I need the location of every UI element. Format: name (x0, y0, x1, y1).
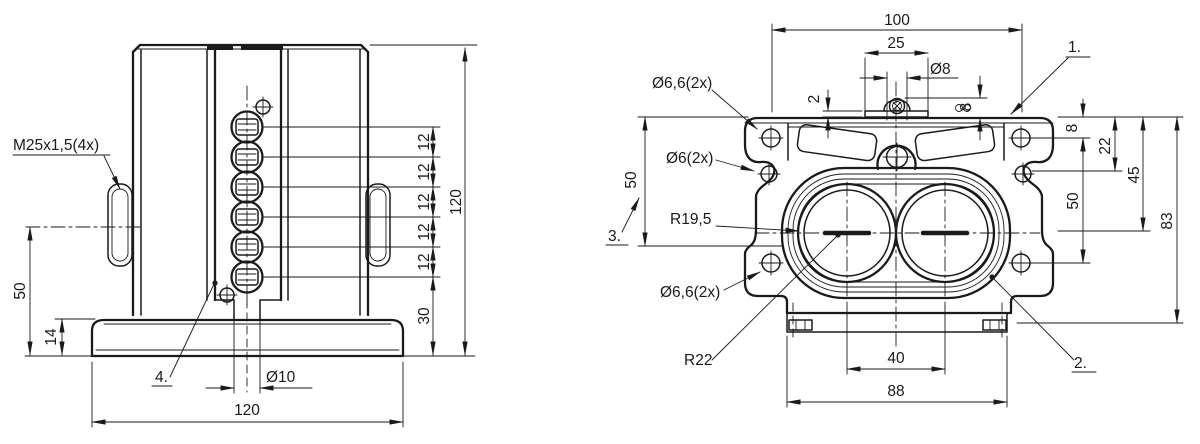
dim-50-right: 50 (1065, 192, 1082, 210)
dim-25: 25 (887, 35, 904, 52)
front-callouts-right: 1. 2. (989, 39, 1097, 373)
callout-3: 3. (608, 228, 621, 245)
dim-12: 12 (416, 133, 433, 150)
side-gland-dome-left (107, 183, 133, 267)
dim-120-right: 120 (448, 189, 465, 215)
front-wing-left (796, 124, 878, 162)
terminal-glands (230, 110, 264, 294)
gasket-rings (780, 166, 1012, 300)
cable-bore-right (894, 182, 996, 284)
side-dimensions: 50 14 Ø10 120 12 12 12 12 12 (12, 44, 478, 428)
thread-label: M25x1,5(4x) (13, 137, 99, 154)
front-wing-right (914, 124, 996, 162)
dim-100: 100 (884, 12, 910, 29)
dim-2: 2 (806, 95, 823, 104)
mounting-holes (757, 125, 1035, 276)
dim-50-left: 50 (623, 171, 640, 189)
dim-8-right: 8 (1064, 124, 1081, 133)
dim-45: 45 (1126, 166, 1143, 183)
pilot-hole-top (252, 96, 274, 118)
front-dimensions-right: 8 22 45 50 83 (1016, 98, 1184, 324)
hole-bottom-right (1008, 250, 1034, 276)
dim-50-side: 50 (12, 282, 29, 300)
pilot-hole-bottom (216, 284, 238, 306)
front-dimensions-bottom: 40 88 (786, 301, 1008, 408)
seal-strip-right (241, 44, 283, 50)
hole-mid-right (1011, 162, 1035, 186)
leader-dot (835, 232, 841, 238)
dim-120-bottom: 120 (234, 402, 260, 419)
front-view: 100 25 Ø8 2 8 Ø6,6(2x) Ø6(2x) R19,5 (605, 12, 1184, 408)
dim-14: 14 (43, 328, 60, 346)
ground-terminal (864, 97, 971, 118)
hole-top-left (758, 125, 784, 151)
label-r19-5: R19,5 (670, 211, 711, 228)
dim-12: 12 (416, 193, 433, 210)
front-dimensions-top: 100 25 Ø8 2 8 (771, 12, 1023, 141)
side-view: 50 14 Ø10 120 12 12 12 12 12 (12, 43, 478, 428)
front-base (786, 312, 1008, 333)
seal-strip-left (207, 44, 233, 50)
label-dia66-bottom: Ø6,6(2x) (660, 284, 720, 301)
dim-12: 12 (416, 253, 433, 270)
label-dia66-top: Ø6,6(2x) (652, 75, 712, 92)
dim-40: 40 (887, 350, 905, 367)
hole-mid-left (757, 162, 781, 186)
dim-22: 22 (1097, 137, 1114, 154)
side-body-outline (131, 43, 370, 321)
dim-12: 12 (416, 163, 433, 180)
dim-12: 12 (416, 223, 433, 240)
leader-dot (212, 280, 218, 286)
side-labels: M25x1,5(4x) 4. (12, 137, 218, 387)
front-plate-outline (743, 116, 1055, 315)
gland-circle (230, 260, 264, 294)
side-base-flange (90, 318, 405, 358)
label-r22: R22 (684, 352, 712, 369)
cover-screw-top (876, 142, 917, 172)
side-gland-dome-right (365, 183, 391, 267)
hole-top-right (1008, 125, 1034, 151)
callout-4: 4. (155, 369, 168, 386)
front-labels-left: Ø6,6(2x) Ø6(2x) R19,5 50 3. Ø6,6(2x) R22 (605, 75, 841, 369)
callout-2: 2. (1074, 355, 1087, 372)
leader-dot (989, 274, 995, 280)
label-dia6: Ø6(2x) (666, 150, 713, 167)
callout-1: 1. (1068, 39, 1081, 56)
front-centerlines (754, 81, 1041, 349)
dim-30: 30 (416, 307, 433, 325)
hole-bottom-left (758, 250, 784, 276)
dim-8-top: 8 (958, 103, 975, 112)
dim-83: 83 (1159, 212, 1176, 229)
dim-dia8: Ø8 (930, 61, 951, 78)
dim-dia10: Ø10 (266, 369, 296, 386)
dim-88: 88 (887, 383, 904, 400)
